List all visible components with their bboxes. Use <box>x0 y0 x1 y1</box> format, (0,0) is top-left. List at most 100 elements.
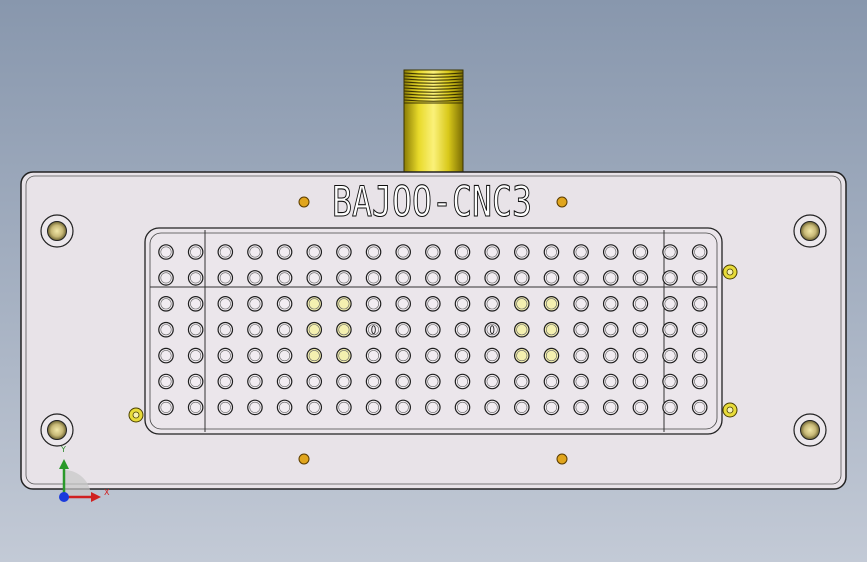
hole-inner-ring <box>605 401 617 413</box>
triad-y-arrow-icon <box>59 459 69 469</box>
hole-inner-ring <box>279 272 291 284</box>
hole-inner-ring <box>338 350 350 362</box>
triad-y-label: Y <box>61 445 66 454</box>
hole-inner-ring <box>634 272 646 284</box>
hole-inner-ring <box>694 246 706 258</box>
hole-inner-ring <box>516 324 528 336</box>
hole-inner-ring <box>397 298 409 310</box>
side-fitting-right-top[interactable] <box>722 264 738 280</box>
hole-inner-ring <box>219 401 231 413</box>
corner-screw-bottom-left[interactable] <box>40 413 74 447</box>
hole-inner-ring <box>664 375 676 387</box>
threaded-fitting[interactable] <box>403 69 464 177</box>
hole-inner-ring <box>486 298 498 310</box>
side-fitting-right-bottom[interactable] <box>722 402 738 418</box>
side-fitting-left-bottom[interactable] <box>128 407 144 423</box>
hole-inner-ring <box>308 401 320 413</box>
hole-inner-ring <box>427 246 439 258</box>
hole-inner-ring <box>338 324 350 336</box>
hole-inner-ring <box>634 298 646 310</box>
hole-inner-ring <box>219 324 231 336</box>
hole-inner-ring <box>308 246 320 258</box>
hole-inner-ring <box>308 350 320 362</box>
hole-inner-ring <box>279 350 291 362</box>
dowel-pin-top-left[interactable] <box>298 196 310 208</box>
hole-inner-ring <box>338 375 350 387</box>
hole-inner-ring <box>486 272 498 284</box>
hole-inner-ring <box>456 375 468 387</box>
hole-inner-ring <box>575 375 587 387</box>
hole-inner-ring <box>219 375 231 387</box>
hole-inner-ring <box>575 324 587 336</box>
hole-inner-ring <box>279 375 291 387</box>
hole-inner-ring <box>249 298 261 310</box>
hole-block[interactable] <box>144 227 723 435</box>
hole-inner-ring <box>456 401 468 413</box>
hole-inner-ring <box>516 246 528 258</box>
hole-inner-ring <box>427 324 439 336</box>
hole-inner-ring <box>664 350 676 362</box>
hole-inner-ring <box>516 375 528 387</box>
hole-inner-ring <box>368 401 380 413</box>
hole-inner-ring <box>486 324 498 336</box>
hole-inner-ring <box>338 272 350 284</box>
hole-inner-ring <box>249 272 261 284</box>
hole-inner-ring <box>308 298 320 310</box>
dowel-pin-bottom-left[interactable] <box>298 453 310 465</box>
hole-inner-ring <box>545 375 557 387</box>
triad-x-arrow-icon <box>91 492 101 502</box>
dowel-pin-bottom-right[interactable] <box>556 453 568 465</box>
hole-inner-ring <box>249 350 261 362</box>
hole-inner-ring <box>634 375 646 387</box>
hole-inner-ring <box>545 246 557 258</box>
hole-inner-ring <box>279 324 291 336</box>
hole-inner-ring <box>308 272 320 284</box>
dowel-pin-top-right[interactable] <box>556 196 568 208</box>
hole-inner-ring <box>427 272 439 284</box>
hole-inner-ring <box>634 324 646 336</box>
hole-inner-ring <box>605 324 617 336</box>
triad-z-axis-icon <box>59 492 69 502</box>
hole-inner-ring <box>190 350 202 362</box>
hole-inner-ring <box>397 375 409 387</box>
hole-inner-ring <box>664 401 676 413</box>
hole-inner-ring <box>190 375 202 387</box>
hole-inner-ring <box>605 350 617 362</box>
thread-line <box>403 96 464 99</box>
hole-inner-ring <box>575 350 587 362</box>
hole-inner-ring <box>575 298 587 310</box>
hole-inner-ring <box>456 298 468 310</box>
hole-inner-ring <box>249 375 261 387</box>
thread-line <box>403 84 464 87</box>
corner-screw-top-left[interactable] <box>40 214 74 248</box>
hole-inner-ring <box>368 298 380 310</box>
hole-inner-ring <box>219 246 231 258</box>
hole-inner-ring <box>427 350 439 362</box>
thread-line <box>403 87 464 90</box>
hole-inner-ring <box>397 272 409 284</box>
hole-inner-ring <box>694 272 706 284</box>
hole-inner-ring <box>190 401 202 413</box>
hole-grid <box>158 244 708 416</box>
hole-inner-ring <box>456 246 468 258</box>
hole-inner-ring <box>605 272 617 284</box>
hole-inner-ring <box>279 246 291 258</box>
hole-inner-ring <box>427 401 439 413</box>
hole-inner-ring <box>545 298 557 310</box>
hole-inner-ring <box>338 298 350 310</box>
corner-screw-bottom-right[interactable] <box>793 413 827 447</box>
hole-inner-ring <box>605 298 617 310</box>
hole-inner-ring <box>575 272 587 284</box>
hole-inner-ring <box>160 375 172 387</box>
hole-inner-ring <box>664 272 676 284</box>
hole-inner-ring <box>368 324 380 336</box>
hole-inner-ring <box>397 350 409 362</box>
hole-inner-ring <box>516 298 528 310</box>
hole-inner-ring <box>190 298 202 310</box>
hole-inner-ring <box>634 350 646 362</box>
hole-inner-ring <box>160 350 172 362</box>
corner-screw-top-right[interactable] <box>793 214 827 248</box>
hole-inner-ring <box>427 375 439 387</box>
